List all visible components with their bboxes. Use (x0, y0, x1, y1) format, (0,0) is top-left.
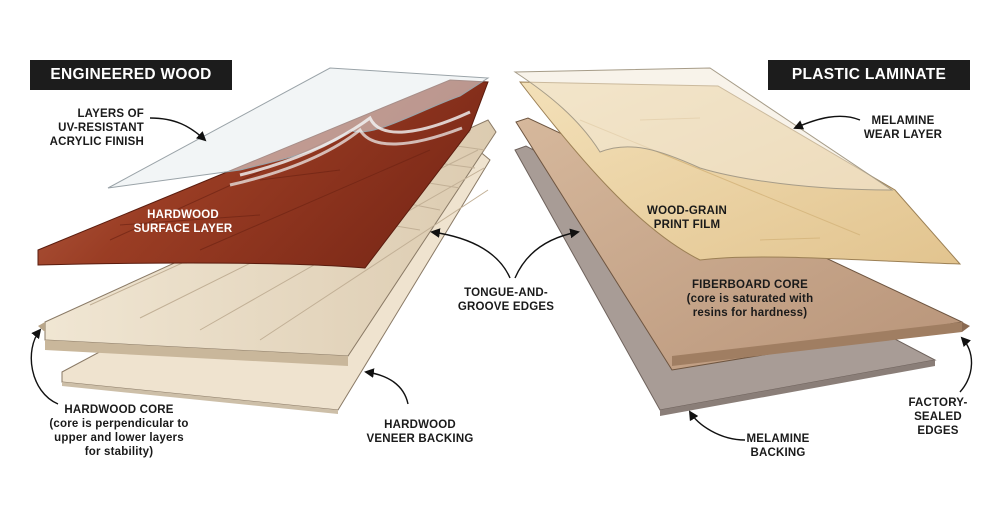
arrow-tongue-right (514, 228, 580, 279)
label-uv-finish: LAYERS OF UV-RESISTANT ACRYLIC FINISH (49, 108, 144, 148)
arrow-melamine-backing (688, 410, 746, 441)
label-wood-grain: WOOD-GRAIN PRINT FILM (647, 205, 727, 231)
label-factory-sealed: FACTORY- SEALED EDGES (908, 397, 968, 437)
label-melamine-wear: MELAMINE WEAR LAYER (863, 115, 943, 141)
melamine-wear-layer (513, 67, 894, 191)
arrow-veneer (364, 368, 409, 405)
label-melamine-backing: MELAMINE BACKING (746, 433, 810, 459)
label-tongue-groove: TONGUE-AND- GROOVE EDGES (457, 287, 555, 313)
engineered-wood-stack (37, 67, 497, 414)
label-hardwood-veneer: HARDWOOD VENEER BACKING (366, 419, 474, 445)
arrow-melamine-wear (793, 115, 861, 130)
header-plastic-laminate: PLASTIC LAMINATE (768, 60, 970, 90)
plastic-laminate-stack (513, 67, 970, 416)
arrow-factory-sealed (959, 336, 973, 393)
arrow-hardwood-core (30, 328, 59, 405)
arrow-tongue-left (430, 228, 511, 279)
label-hardwood-core: HARDWOOD CORE (core is perpendicular to … (49, 404, 189, 458)
label-fiberboard: FIBERBOARD CORE (core is saturated with … (686, 279, 814, 319)
callout-arrows (30, 115, 973, 441)
label-hardwood-surface: HARDWOOD SURFACE LAYER (133, 209, 233, 235)
header-engineered-wood: ENGINEERED WOOD (30, 60, 232, 90)
arrow-uv-finish (149, 117, 207, 142)
